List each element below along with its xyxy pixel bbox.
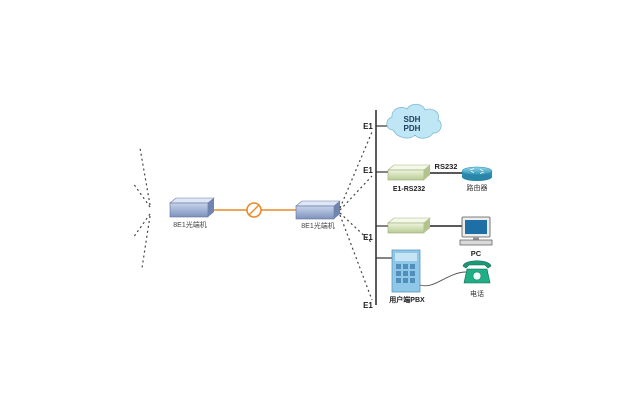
e1-label-4: E1 — [363, 301, 373, 310]
e1-label-3: E1 — [363, 233, 373, 242]
mux-left-device — [169, 197, 215, 218]
pbx-device — [391, 249, 421, 293]
data-converter-device — [387, 217, 431, 234]
converter-label: E1-RS232 — [393, 186, 425, 193]
router-icon — [461, 166, 493, 181]
fiber-break-icon — [246, 202, 262, 218]
telephone-icon — [462, 260, 492, 284]
right-fan-lines — [339, 131, 373, 301]
rs232-label: RS232 — [435, 162, 458, 171]
mux-left-label: 8E1光端机 — [173, 220, 206, 229]
branch-lines — [376, 125, 392, 259]
e1-label-1: E1 — [363, 122, 373, 131]
pc-icon — [459, 216, 493, 246]
mux-right-label: 8E1光端机 — [301, 221, 334, 230]
phone-label: 电话 — [470, 289, 484, 298]
left-fan-lines — [132, 147, 151, 269]
e1-rs232-converter-device — [387, 164, 431, 181]
mux-right-device — [295, 200, 341, 220]
phone-cord — [419, 271, 467, 287]
sdh-pdh-cloud-icon — [386, 103, 442, 139]
router-label: 路由器 — [467, 183, 488, 192]
e1-label-2: E1 — [363, 166, 373, 175]
pbx-label: 用户端PBX — [389, 295, 425, 304]
cloud-label-sdh: SDH — [404, 115, 421, 124]
pc-label: PC — [471, 249, 482, 258]
cloud-label-pdh: PDH — [404, 124, 421, 133]
